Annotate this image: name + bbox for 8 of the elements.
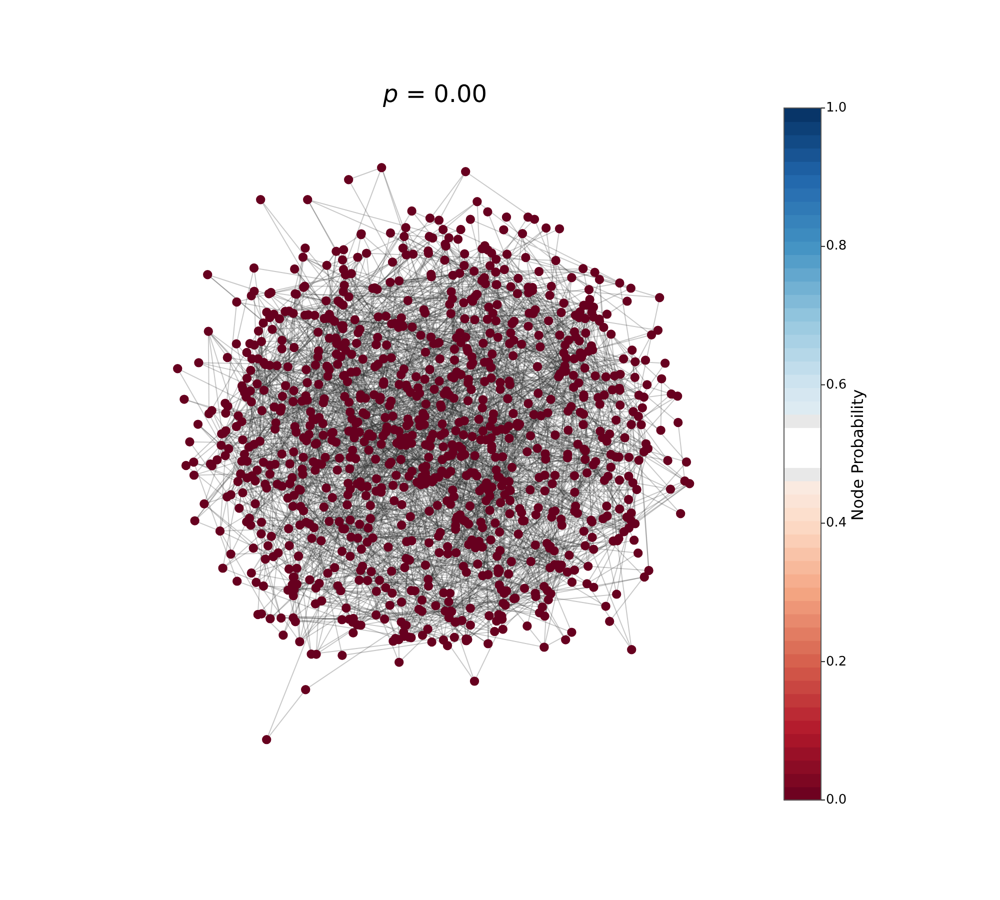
- tick-label: 0.6: [826, 378, 847, 392]
- chart-title: p = 0.00: [382, 82, 488, 106]
- tick-label: 0.8: [826, 240, 847, 253]
- tick-label: 0.2: [826, 655, 847, 668]
- tick-label: 0.0: [826, 794, 847, 806]
- tick-label: 0.4: [826, 516, 847, 530]
- tick-label: 1.0: [826, 102, 847, 114]
- axis-label: Node Probability: [850, 389, 866, 521]
